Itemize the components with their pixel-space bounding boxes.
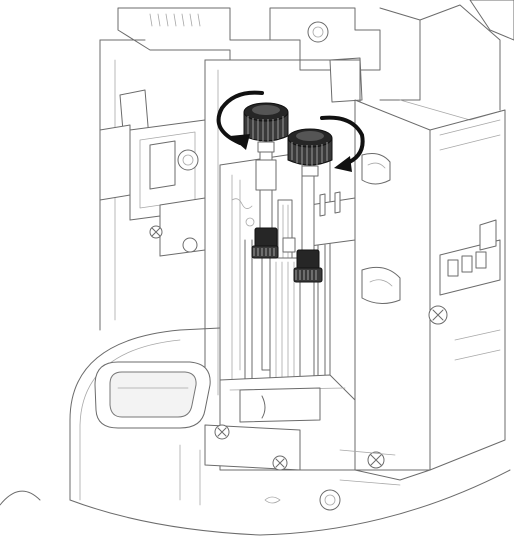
left-rotation-arrow (216, 90, 264, 150)
left-clamp (99, 89, 206, 257)
gear-collars (251, 227, 323, 283)
left-gear-collar (254, 227, 278, 249)
right-rotation-arrow (320, 115, 365, 172)
right-connectors (361, 153, 501, 361)
right-gear-collar (296, 249, 320, 271)
right-knob (287, 128, 333, 177)
base-tray (0, 327, 511, 536)
left-knob (243, 102, 289, 153)
bottom-cassette (179, 374, 431, 511)
